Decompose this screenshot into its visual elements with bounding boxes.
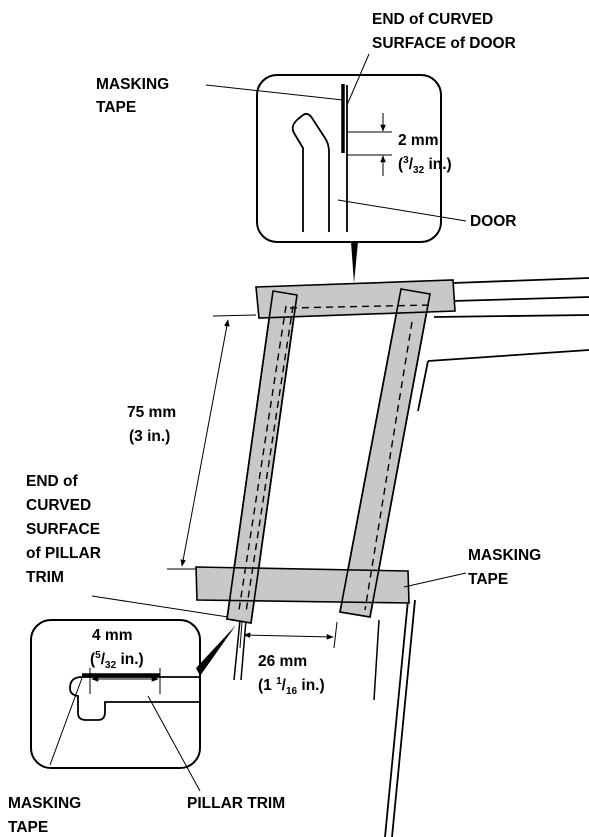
end-curved-door-label-line2: SURFACE of DOOR bbox=[372, 35, 516, 52]
end-curved-door-label-line1: END of CURVED bbox=[372, 11, 493, 28]
end-curved-pillar-label-line2: CURVED bbox=[26, 497, 91, 514]
door-label: DOOR bbox=[470, 213, 517, 230]
dist-75mm-metric-label: 75 mm bbox=[127, 404, 176, 421]
gap-2mm-dimension bbox=[347, 113, 392, 176]
masking-tape-bottom-label-line1: MASKING bbox=[8, 795, 81, 812]
end-curved-pillar-label-line3: SURFACE bbox=[26, 521, 100, 538]
dist-26mm-imperial-label: (1 1/16 in.) bbox=[258, 676, 325, 697]
masking-tape-right-label-line2: TAPE bbox=[468, 571, 508, 588]
end-curved-pillar-label-line1: END of bbox=[26, 473, 79, 490]
dist-26mm-dimension bbox=[239, 621, 338, 649]
leader-lines bbox=[49, 53, 467, 792]
dist-75mm-imperial-label: (3 in.) bbox=[129, 428, 170, 445]
top-horizontal-tape bbox=[255, 279, 456, 319]
gap-2mm-imperial-label: (3/32 in.) bbox=[398, 155, 452, 176]
masking-tape-right-label-line1: MASKING bbox=[468, 547, 541, 564]
masking-tape-top-label-line1: MASKING bbox=[96, 76, 169, 93]
end-curved-pillar-label-line4: of PILLAR bbox=[26, 545, 101, 562]
dist-75mm-dimension bbox=[167, 314, 257, 570]
bottom-horizontal-tape bbox=[195, 566, 410, 604]
door-detail-inset bbox=[256, 74, 442, 283]
door-frame-lines bbox=[233, 277, 589, 837]
masking-tape-top-label-line2: TAPE bbox=[96, 99, 136, 116]
hidden-edge-dashes bbox=[238, 304, 431, 613]
gap-4mm-metric-label: 4 mm bbox=[92, 627, 133, 644]
dist-26mm-metric-label: 26 mm bbox=[258, 653, 307, 670]
gap-4mm-imperial-label: (5/32 in.) bbox=[90, 650, 144, 671]
pillar-trim-detail-inset bbox=[30, 619, 236, 769]
pillar-trim-label: PILLAR TRIM bbox=[187, 795, 285, 812]
pillar-tape-right bbox=[339, 288, 431, 618]
masking-tape-bottom-label-line2: TAPE bbox=[8, 819, 48, 836]
gap-2mm-metric-label: 2 mm bbox=[398, 132, 439, 149]
end-curved-pillar-label-line5: TRIM bbox=[26, 569, 64, 586]
